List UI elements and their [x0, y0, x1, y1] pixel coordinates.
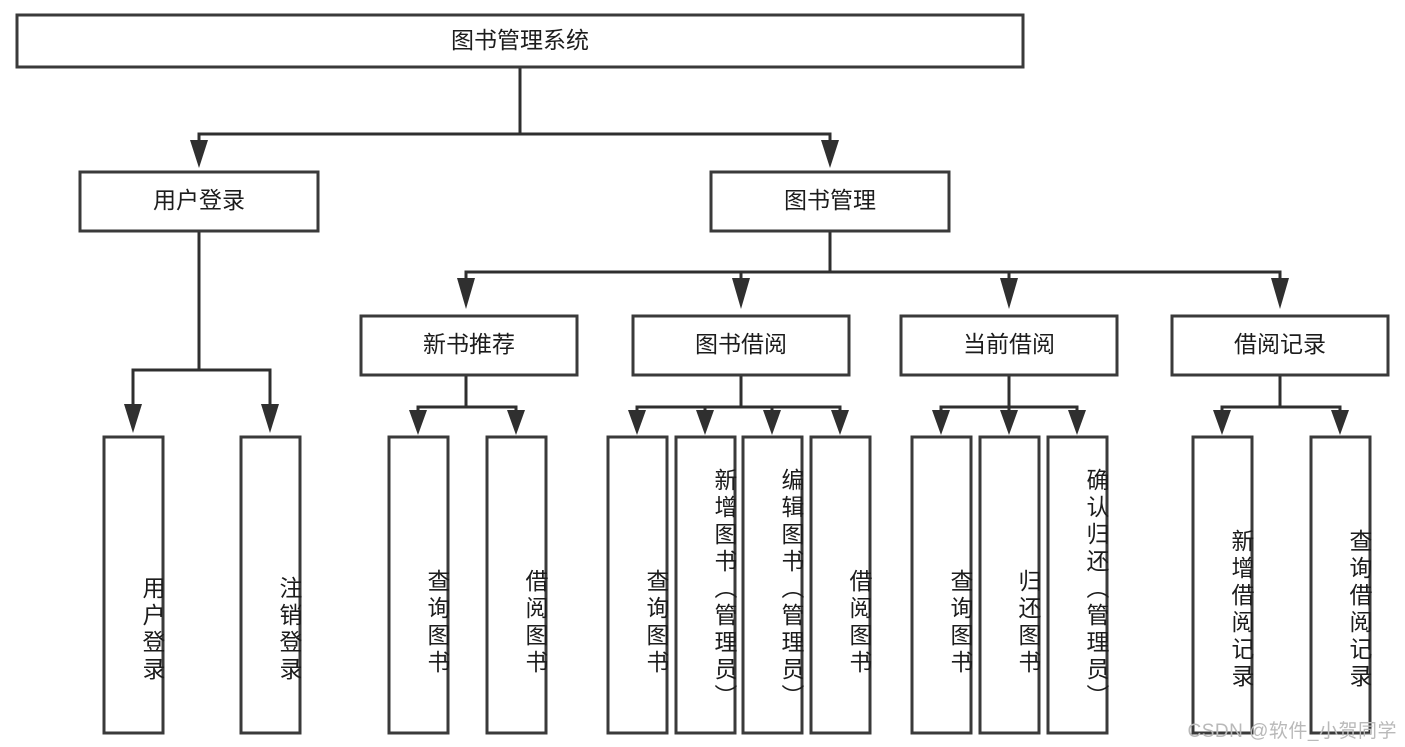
node-leaf-borrow-book-2-box[interactable]: [809, 435, 872, 735]
arrow-head-leaf-borrow-book-2: [831, 410, 849, 435]
arrow-head-leaf-query-book-1: [409, 410, 427, 435]
node-leaf-user-login-box[interactable]: [102, 435, 165, 735]
node-leaf-query-book-3-box[interactable]: [910, 435, 973, 735]
node-user-login-label: 用户登录: [153, 187, 245, 213]
node-current-borrow[interactable]: 当前借阅: [899, 314, 1119, 377]
node-current-borrow-box[interactable]: [899, 314, 1119, 377]
node-leaf-add-record-box[interactable]: [1191, 435, 1254, 735]
node-root-system-box[interactable]: [15, 13, 1025, 69]
node-root-system[interactable]: 图书管理系统: [15, 13, 1025, 69]
arrow-head-leaf-add-book: [696, 410, 714, 435]
arrow-head-leaf-query-book-2: [628, 410, 646, 435]
node-leaf-add-book-box[interactable]: [674, 435, 737, 735]
arrow-head-to-book-manage: [821, 140, 839, 168]
node-borrow-record-label: 借阅记录: [1234, 331, 1326, 357]
node-leaf-query-book-2-box[interactable]: [606, 435, 669, 735]
arrow-head-leaf-return-book: [1000, 410, 1018, 435]
node-borrow-record-box[interactable]: [1170, 314, 1390, 377]
node-book-borrow-label: 图书借阅: [695, 331, 787, 357]
arrow-head-to-user-login: [190, 140, 208, 168]
node-new-book-recommend-box[interactable]: [359, 314, 579, 377]
node-leaf-query-record-box[interactable]: [1309, 435, 1372, 735]
arrow-head-to-book-borrow: [732, 278, 750, 309]
arrow-head-leaf-confirm-return: [1068, 410, 1086, 435]
node-new-book-recommend[interactable]: 新书推荐: [359, 314, 579, 377]
arrow-head-leaf-user-login: [124, 404, 142, 433]
arrow-head-leaf-borrow-book-1: [507, 410, 525, 435]
connectors-root-to-level2: [190, 66, 839, 168]
arrow-head-leaf-user-logout: [261, 404, 279, 433]
node-leaf-confirm-return-box[interactable]: [1046, 435, 1109, 735]
node-book-manage-label: 图书管理: [784, 187, 876, 213]
node-book-manage[interactable]: 图书管理: [709, 170, 951, 233]
node-borrow-record[interactable]: 借阅记录: [1170, 314, 1390, 377]
node-book-manage-box[interactable]: [709, 170, 951, 233]
node-book-borrow[interactable]: 图书借阅: [631, 314, 851, 377]
node-user-login-box[interactable]: [78, 170, 320, 233]
arrow-head-leaf-add-record: [1213, 410, 1231, 435]
connectors-currentborrow-to-leaves: [932, 374, 1086, 435]
arrow-head-leaf-query-book-3: [932, 410, 950, 435]
arrow-head-leaf-edit-book: [763, 410, 781, 435]
node-current-borrow-label: 当前借阅: [963, 331, 1055, 357]
node-user-login[interactable]: 用户登录: [78, 170, 320, 233]
arrow-head-to-new-book-recommend: [457, 278, 475, 309]
node-leaf-query-book-1-box[interactable]: [387, 435, 450, 735]
node-book-borrow-box[interactable]: [631, 314, 851, 377]
arrow-head-to-current-borrow: [1000, 278, 1018, 309]
arrow-head-leaf-query-record: [1331, 410, 1349, 435]
leaf-boxes: [102, 435, 1372, 735]
arrow-head-to-borrow-record: [1271, 278, 1289, 309]
node-root-system-label: 图书管理系统: [451, 27, 589, 53]
connectors-bookborrow-to-leaves: [628, 374, 849, 435]
node-leaf-user-logout-box[interactable]: [239, 435, 302, 735]
node-leaf-return-book-box[interactable]: [978, 435, 1041, 735]
connectors-userlogin-to-leaves: [124, 230, 279, 433]
csdn-watermark: CSDN @软件_小贺同学: [1187, 721, 1397, 742]
node-new-book-recommend-label: 新书推荐: [423, 331, 515, 357]
connectors-bookmanage-to-level3: [457, 230, 1289, 309]
node-leaf-edit-book-box[interactable]: [741, 435, 804, 735]
connectors-recommend-to-leaves: [409, 374, 525, 435]
connectors-borrowrecord-to-leaves: [1213, 374, 1349, 435]
node-leaf-borrow-book-1-box[interactable]: [485, 435, 548, 735]
